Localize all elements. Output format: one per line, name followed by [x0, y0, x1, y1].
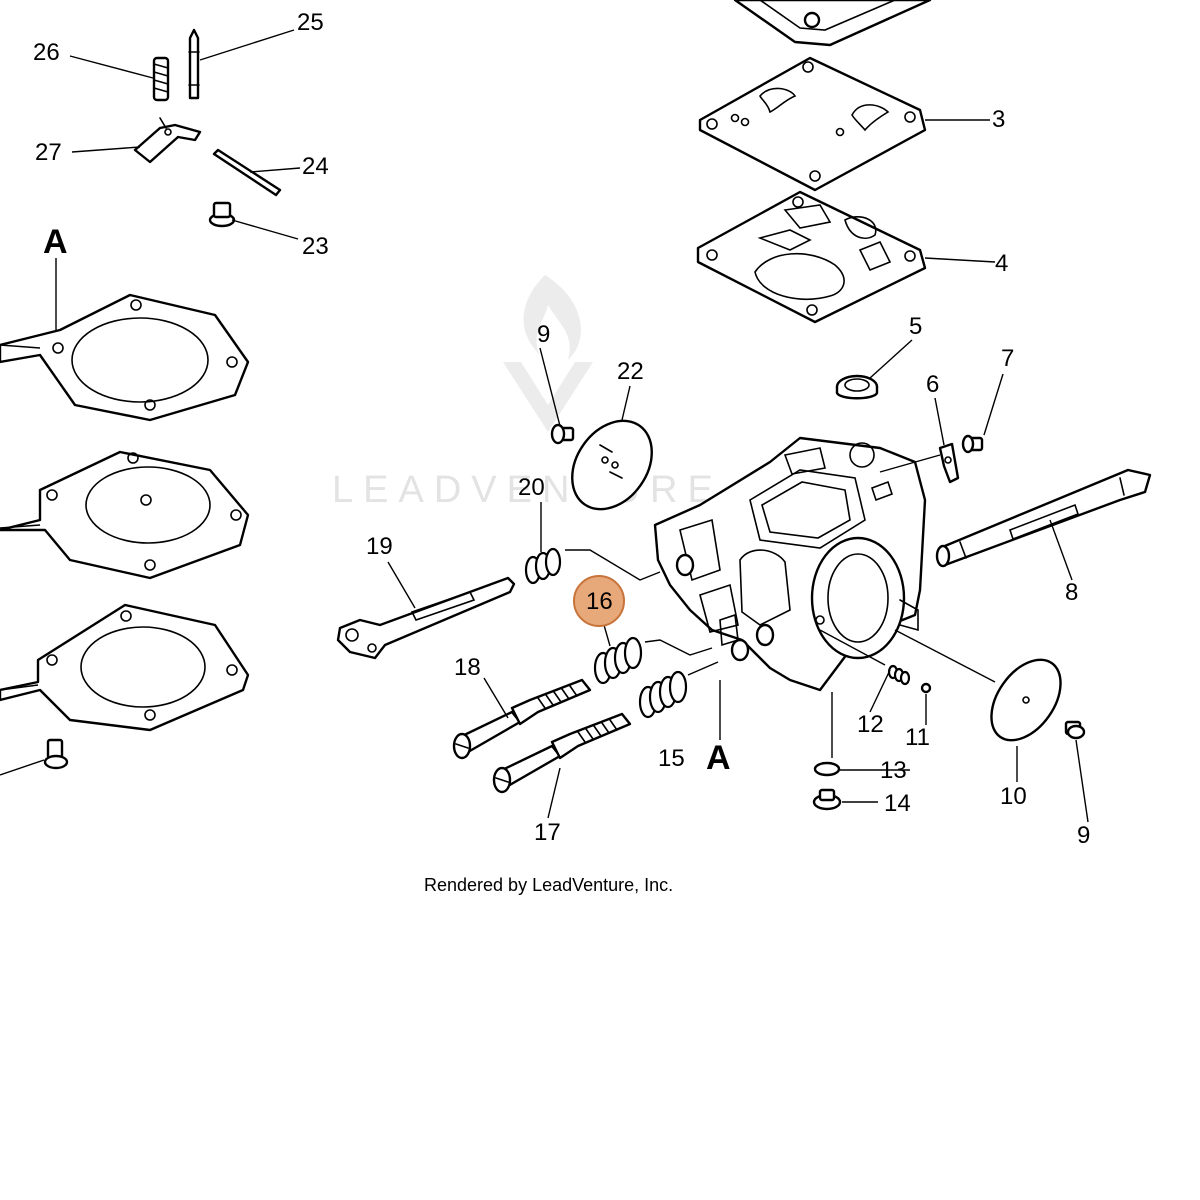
label-19[interactable]: 19: [366, 533, 393, 560]
watermark-logo: [503, 275, 593, 432]
part-24-pin: [212, 148, 282, 197]
label-3[interactable]: 3: [992, 106, 1005, 133]
label-13[interactable]: 13: [880, 757, 907, 784]
carburetor-body: [653, 436, 927, 692]
label-20[interactable]: 20: [518, 474, 545, 501]
ref-label-a-center: A: [706, 739, 731, 777]
leader-lines: [0, 29, 1089, 823]
part-9-screw-right: [1064, 720, 1086, 740]
part-15-spring: [638, 670, 688, 719]
cover-bottom-left: [0, 603, 250, 732]
part-10-disc: [990, 658, 1062, 742]
part-6-clip: [938, 442, 960, 484]
part-16-spring: [593, 636, 643, 685]
part-3-gasket: [698, 56, 927, 192]
diaphragm-middle: [0, 450, 250, 580]
part-18-adjust-needle: [452, 678, 592, 760]
part-14-fitting: [812, 788, 842, 811]
label-14[interactable]: 14: [884, 790, 911, 817]
part-7-screw: [961, 434, 984, 454]
highlight-bubble[interactable]: [573, 575, 625, 627]
part-27-lever: [133, 117, 202, 164]
part-19-throttle-shaft: [336, 576, 516, 660]
part-11-ball: [920, 682, 932, 694]
label-27[interactable]: 27: [35, 139, 62, 166]
part-17-adjust-needle: [492, 712, 632, 794]
label-9-upper[interactable]: 9: [537, 321, 550, 348]
part-8-shaft: [935, 468, 1152, 568]
watermark-text: LEADVENTURE: [332, 469, 723, 511]
label-4[interactable]: 4: [995, 250, 1008, 277]
label-8[interactable]: 8: [1065, 579, 1078, 606]
part-12-spring: [887, 664, 911, 686]
credit-text: Rendered by LeadVenture, Inc.: [424, 875, 673, 895]
label-17[interactable]: 17: [534, 819, 561, 846]
label-24[interactable]: 24: [302, 153, 329, 180]
label-7[interactable]: 7: [1001, 345, 1014, 372]
part-5-filter-screen: [835, 374, 879, 400]
part-4-gasket: [696, 190, 927, 324]
label-6[interactable]: 6: [926, 371, 939, 398]
part-9-screw-upper: [550, 423, 575, 445]
label-26[interactable]: 26: [33, 39, 60, 66]
cover-plate-top: [733, 0, 932, 47]
label-25[interactable]: 25: [297, 9, 324, 36]
label-5[interactable]: 5: [909, 313, 922, 340]
screw-bottom-left: [43, 738, 69, 770]
label-22[interactable]: 22: [617, 358, 644, 385]
label-15[interactable]: 15: [658, 745, 685, 772]
label-12[interactable]: 12: [857, 711, 884, 738]
label-10[interactable]: 10: [1000, 783, 1027, 810]
part-13-oring: [813, 761, 841, 777]
label-9-lower[interactable]: 9: [1077, 822, 1090, 849]
part-20-spring: [524, 547, 562, 585]
part-22-disc: [571, 419, 653, 511]
label-18[interactable]: 18: [454, 654, 481, 681]
label-11[interactable]: 11: [905, 724, 930, 751]
gasket-a-top: [0, 293, 250, 422]
part-23-screw: [208, 201, 236, 228]
label-23[interactable]: 23: [302, 233, 329, 260]
part-26-spring: [152, 56, 170, 102]
part-25-needle: [188, 28, 200, 100]
ref-label-a-left: A: [43, 223, 68, 261]
label-16[interactable]: 16: [586, 588, 613, 615]
